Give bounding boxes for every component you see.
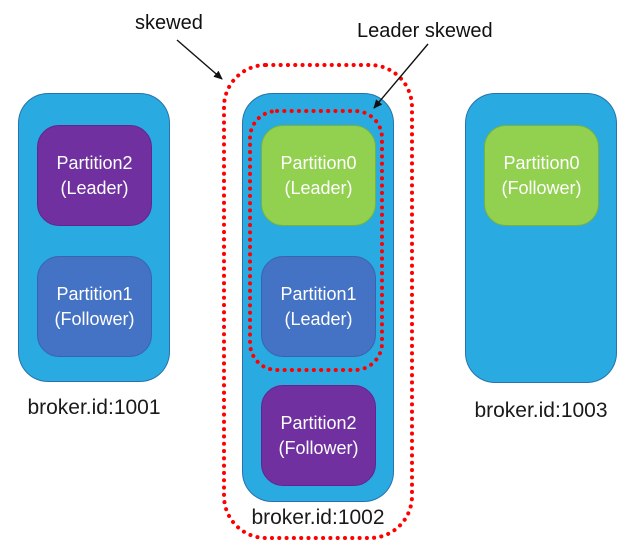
partition-name: Partition0 — [503, 152, 580, 173]
broker-1002-box: Partition0 (Leader) Partition1 (Leader) … — [242, 93, 394, 502]
partition-box-1001-partition2: Partition2 (Leader) — [37, 125, 152, 226]
skewed-annotation-label: skewed — [135, 12, 203, 34]
partition-role: (Leader) — [60, 177, 129, 198]
skewed-arrow — [176, 39, 223, 80]
partition-name: Partition2 — [56, 152, 133, 173]
broker-1003-label: broker.id:1003 — [474, 399, 608, 422]
partition-role: (Leader) — [284, 177, 353, 198]
partition-role: (Follower) — [501, 177, 582, 198]
partition-role: (Follower) — [278, 437, 359, 458]
partition-box-1002-partition1: Partition1 (Leader) — [261, 256, 376, 357]
partition-box-1002-partition0: Partition0 (Leader) — [261, 125, 376, 226]
partition-name: Partition1 — [56, 283, 133, 304]
partition-box-1003-partition0: Partition0 (Follower) — [484, 125, 599, 226]
partition-name: Partition1 — [280, 283, 357, 304]
broker-1001-label: broker.id:1001 — [27, 396, 161, 419]
broker-1001-box: Partition2 (Leader) Partition1 (Follower… — [18, 93, 170, 382]
partition-box-1001-partition1: Partition1 (Follower) — [37, 256, 152, 357]
partition-role: (Leader) — [284, 308, 353, 329]
broker-1003-box: Partition0 (Follower) — [465, 93, 617, 383]
partition-name: Partition2 — [280, 412, 357, 433]
partition-box-1002-partition2: Partition2 (Follower) — [261, 385, 376, 486]
leader-skewed-annotation-label: Leader skewed — [357, 20, 493, 42]
partition-role: (Follower) — [54, 308, 135, 329]
broker-1002-label: broker.id:1002 — [251, 506, 385, 529]
partition-name: Partition0 — [280, 152, 357, 173]
